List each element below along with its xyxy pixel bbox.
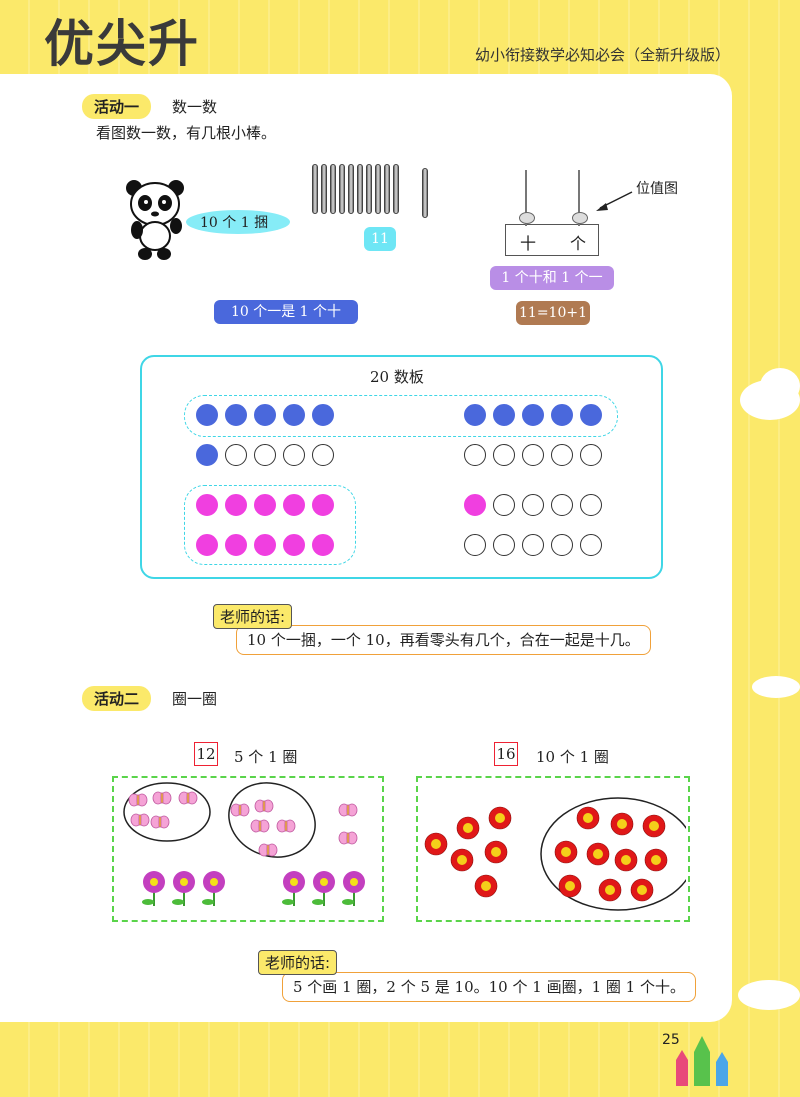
board-dot-pink — [225, 494, 247, 516]
stick — [393, 164, 399, 214]
board-dot-blue — [196, 404, 218, 426]
board-dot-empty — [522, 534, 544, 556]
panda-icon — [126, 180, 184, 260]
stick — [330, 164, 336, 214]
teacher-note-1: 10 个一捆，一个 10，再看零头有几个，合在一起是十几。 — [236, 625, 651, 655]
red-flower-icon — [424, 806, 668, 902]
teacher-label-1: 老师的话: — [213, 604, 293, 629]
arrow-icon — [596, 191, 633, 211]
board-dot-pink — [225, 534, 247, 556]
board-dot-pink — [464, 494, 486, 516]
teacher-label-2: 老师的话: — [258, 950, 338, 975]
board-dot-empty — [522, 494, 544, 516]
place-value-label: 位值图 — [636, 181, 678, 197]
ones-bead — [572, 212, 588, 224]
stick — [321, 164, 327, 214]
book-title: 优尖升 — [44, 15, 200, 73]
left-hint: 5 个 1 圈 — [234, 748, 298, 766]
board-dot-blue — [464, 404, 486, 426]
board-title: 20 数板 — [370, 368, 424, 386]
stick — [339, 164, 345, 214]
board-dot-empty — [551, 494, 573, 516]
board-dot-empty — [225, 444, 247, 466]
board-dot-empty — [464, 534, 486, 556]
board-dot-blue — [312, 404, 334, 426]
teacher-note-2: 5 个画 1 圈，2 个 5 是 10。10 个 1 画圈，1 圈 1 个十。 — [282, 972, 696, 1002]
board-dot-empty — [464, 444, 486, 466]
board-dot-blue — [522, 404, 544, 426]
stick — [384, 164, 390, 214]
board-dot-pink — [254, 534, 276, 556]
board-dot-empty — [493, 444, 515, 466]
butterfly-flower-illustration — [123, 782, 365, 906]
stick — [375, 164, 381, 214]
board-dot-empty — [580, 534, 602, 556]
stick — [366, 164, 372, 214]
board-dot-blue — [283, 404, 305, 426]
board-dot-empty — [493, 534, 515, 556]
butterfly-icon — [128, 791, 358, 857]
speech-bubble — [186, 210, 290, 234]
equation-tag: 11=10+1 — [516, 301, 590, 325]
ten-ones-tag: 10 个一是 1 个十 — [214, 300, 358, 324]
pencils-icon — [676, 1036, 728, 1086]
board-dot-pink — [196, 494, 218, 516]
ten-group-outline — [184, 485, 356, 565]
board-dot-blue — [254, 404, 276, 426]
single-stick — [422, 168, 428, 218]
board-dot-empty — [551, 534, 573, 556]
place-value-chart — [505, 224, 599, 256]
right-answer-box: 16 — [494, 742, 518, 766]
board-dot-blue — [196, 444, 218, 466]
stick-bundle — [310, 164, 400, 216]
tens-rod — [525, 170, 527, 226]
stick — [357, 164, 363, 214]
activity1-badge: 活动一 — [82, 94, 152, 119]
cloud-decoration — [760, 368, 800, 404]
right-hint: 10 个 1 圈 — [536, 748, 609, 766]
activity2-badge: 活动二 — [82, 686, 152, 711]
tens-ones-tag: 1 个十和 1 个一 — [490, 266, 614, 290]
tens-bead — [519, 212, 535, 224]
page-number: 25 — [662, 1032, 680, 1048]
butterfly-flower-box — [112, 776, 384, 922]
twenty-board — [140, 355, 663, 579]
board-dot-empty — [580, 494, 602, 516]
board-dot-empty — [580, 444, 602, 466]
red-flower-illustration — [424, 797, 686, 911]
ones-rod — [578, 170, 580, 226]
stick — [348, 164, 354, 214]
board-dot-empty — [312, 444, 334, 466]
board-dot-pink — [254, 494, 276, 516]
board-dot-empty — [283, 444, 305, 466]
ten-group-outline — [184, 395, 618, 437]
left-answer-box: 12 — [194, 742, 218, 766]
activity1-name: 数一数 — [172, 98, 218, 116]
activity1-instruction: 看图数一数，有几根小棒。 — [96, 124, 277, 142]
board-dot-empty — [254, 444, 276, 466]
board-dot-blue — [493, 404, 515, 426]
count-tag: 11 — [364, 227, 396, 251]
board-dot-empty — [493, 494, 515, 516]
cloud-decoration — [752, 676, 800, 698]
ones-label: 个 — [570, 234, 587, 253]
board-dot-pink — [283, 494, 305, 516]
board-dot-pink — [312, 494, 334, 516]
activity2-name: 圈一圈 — [172, 690, 218, 708]
board-dot-pink — [283, 534, 305, 556]
red-flower-box — [416, 776, 690, 922]
board-dot-blue — [551, 404, 573, 426]
board-dot-blue — [580, 404, 602, 426]
stick — [312, 164, 318, 214]
book-subtitle: 幼小衔接数学必知必会（全新升级版） — [474, 46, 730, 64]
cloud-decoration — [738, 980, 800, 1010]
bubble-text: 10 个 1 捆 — [200, 215, 269, 231]
board-dot-empty — [522, 444, 544, 466]
board-dot-blue — [225, 404, 247, 426]
tens-label: 十 — [520, 234, 537, 253]
board-dot-pink — [196, 534, 218, 556]
board-dot-empty — [551, 444, 573, 466]
board-dot-pink — [312, 534, 334, 556]
flower-icon — [142, 871, 365, 906]
